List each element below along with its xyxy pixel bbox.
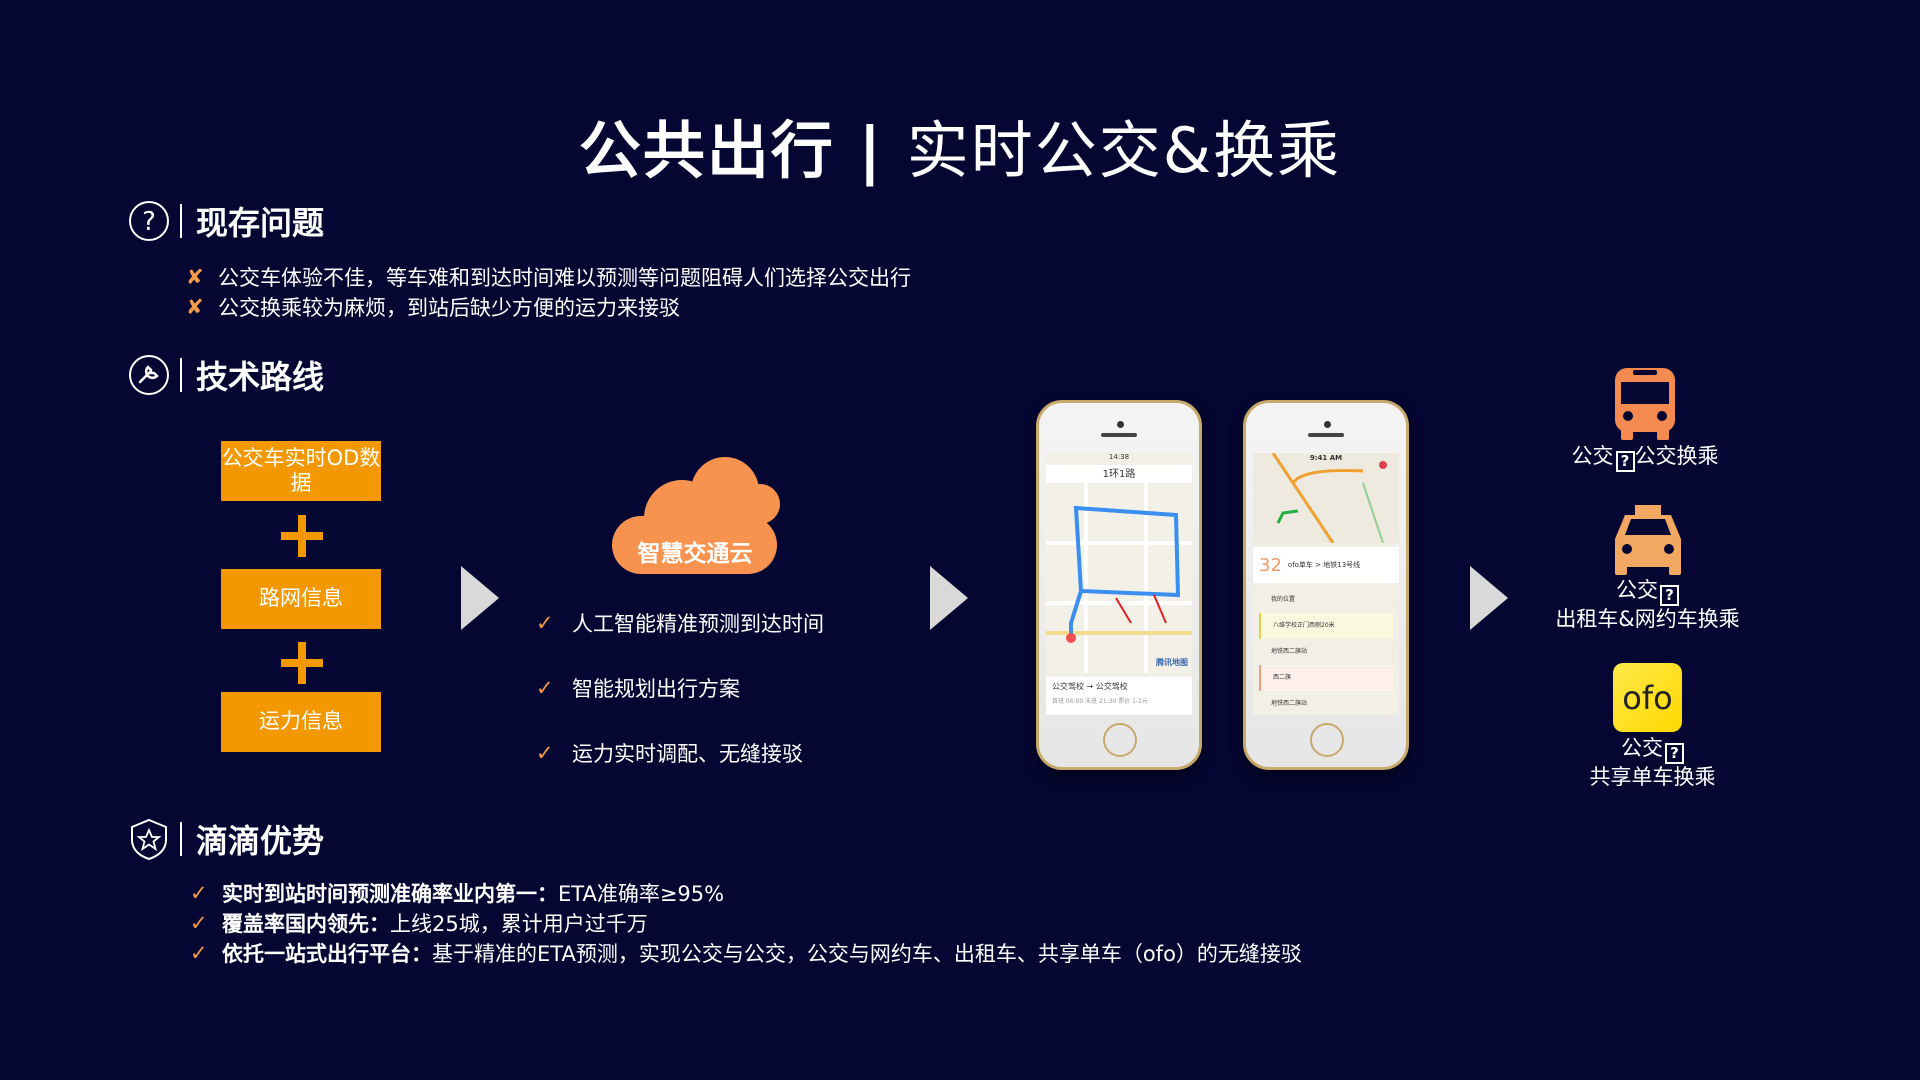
input-box-od-data: 公交车实时OD数据 [221,441,381,501]
list-item: ✓ 依托一站式出行平台：基于精准的ETA预测，实现公交与公交，公交与网约车、出租车… [190,938,1302,968]
map-transfer [1253,453,1399,544]
home-button [1103,723,1137,757]
divider [180,358,182,392]
list-item: ✘ 公交换乘较为麻烦，到站后缺少方便的运力来接驳 [186,292,911,322]
phone-screen: 9:41 AM 32 ofo单车 > 地铁13号线 我的位置 八维学校正门西侧20… [1253,453,1399,715]
divider [180,204,182,238]
cross-icon: ✘ [186,265,204,289]
section-title: 现存问题 [196,204,325,242]
phone-bus-route: 14:38 1环1路 腾讯地图 公交驾校 → 公交驾校首班 06:00 末班 2… [1036,400,1202,770]
step: 我的位置 [1271,596,1296,603]
step: 地铁西二旗站 [1271,700,1308,707]
item-text: 公交换乘较为麻烦，到站后缺少方便的运力来接驳 [218,296,680,320]
route-schedule: 首班 06:00 末班 21:30 票价 1-2元 [1052,698,1148,705]
list-item: ✘ 公交车体验不佳，等车难和到达时间难以预测等问题阻碍人们选择公交出行 [186,262,911,292]
mode-line1: 公交 [1621,736,1663,760]
cloud-icon: 智慧交通云 [610,446,790,586]
item-text: 人工智能精准预测到达时间 [572,612,824,636]
divider [180,822,182,856]
input-box-capacity: 运力信息 [221,692,381,752]
check-icon: ✓ [190,941,208,965]
section-title: 滴滴优势 [196,822,325,860]
status-time: 14:38 [1108,453,1130,461]
check-icon: ✓ [190,881,208,905]
list-item: ✓ 覆盖率国内领先：上线25城，累计用户过千万 [190,908,1302,938]
check-icon: ✓ [536,611,554,635]
taxi-icon [1615,505,1681,575]
phone-screen: 14:38 1环1路 腾讯地图 公交驾校 → 公交驾校首班 06:00 末班 2… [1046,453,1192,715]
input-box-road-network: 路网信息 [221,569,381,629]
title-separator: | [858,114,884,187]
title-sub: 实时公交&换乘 [906,114,1342,187]
item-bold: 实时到站时间预测准确率业内第一： [222,882,558,906]
feature-item: ✓ 智能规划出行方案 [536,673,740,703]
title-main: 公共出行 [578,114,835,187]
unknown-glyph-icon: ? [1665,743,1684,764]
mode-line2: 公交换乘 [1634,444,1719,468]
wrench-circle-icon [129,355,169,395]
mode-line2: 共享单车换乘 [1589,765,1716,789]
item-bold: 覆盖率国内领先： [222,912,390,936]
section-problems-heading: ? 现存问题 [128,198,324,244]
mode-label-bus: 公交?公交换乘 [1545,443,1745,472]
eta-minutes: 32 [1259,554,1282,576]
problem-list: ✘ 公交车体验不佳，等车难和到达时间难以预测等问题阻碍人们选择公交出行 ✘ 公交换乘… [186,262,911,322]
item-bold: 依托一站式出行平台： [222,942,432,966]
bus-icon [1615,368,1675,440]
section-title: 技术路线 [196,358,325,396]
advantage-list: ✓ 实时到站时间预测准确率业内第一：ETA准确率≥95% ✓ 覆盖率国内领先：上线2… [190,878,1302,968]
section-advantages-heading: 滴滴优势 [128,816,324,862]
plus-icon [281,642,323,684]
mode-line1: 公交 [1616,578,1658,602]
mode-label-taxi: 公交?出租车&网约车换乘 [1530,577,1765,633]
check-icon: ✓ [190,911,208,935]
page-title: 公共出行 | 实时公交&换乘 [0,100,1920,190]
plus-icon [281,515,323,557]
feature-item: ✓ 人工智能精准预测到达时间 [536,608,824,638]
route-footer: 公交驾校 → 公交驾校 [1052,682,1128,691]
cloud-label: 智慧交通云 [637,541,753,567]
unknown-glyph-icon: ? [1615,451,1635,472]
shield-star-icon [131,818,167,860]
mode-label-bike: 公交?共享单车换乘 [1550,735,1755,791]
question-circle-icon: ? [129,201,169,241]
item-text: 运力实时调配、无缝接驳 [572,742,803,766]
check-icon: ✓ [536,741,554,765]
item-text: 基于精准的ETA预测，实现公交与公交，公交与网约车、出租车、共享单车（ofo）的… [432,942,1302,966]
mode-line2: 出租车&网约车换乘 [1555,607,1740,631]
svg-text:?: ? [142,207,156,237]
item-text: 智能规划出行方案 [572,677,740,701]
map-brand: 腾讯地图 [1156,658,1188,667]
step: 西二旗 [1259,665,1393,691]
unknown-glyph-icon: ? [1660,585,1679,606]
item-text: 公交车体验不佳，等车难和到达时间难以预测等问题阻碍人们选择公交出行 [218,266,911,290]
plan-route: ofo单车 > 地铁13号线 [1287,561,1361,569]
map-route [1046,483,1192,673]
section-tech-heading: 技术路线 [128,352,324,398]
status-time: 9:41 AM [1309,454,1343,462]
feature-item: ✓ 运力实时调配、无缝接驳 [536,738,803,768]
route-title: 1环1路 [1046,465,1192,483]
item-text: ETA准确率≥95% [558,882,725,906]
arrow-right-icon [930,566,968,630]
cross-icon: ✘ [186,295,204,319]
step: 八维学校正门西侧20米 [1259,613,1393,639]
mode-line1: 公交 [1571,444,1614,468]
arrow-right-icon [461,566,499,630]
check-icon: ✓ [536,676,554,700]
list-item: ✓ 实时到站时间预测准确率业内第一：ETA准确率≥95% [190,878,1302,908]
arrow-right-icon [1470,566,1508,630]
phone-transfer-plan: 9:41 AM 32 ofo单车 > 地铁13号线 我的位置 八维学校正门西侧20… [1243,400,1409,770]
item-text: 上线25城，累计用户过千万 [390,912,648,936]
ofo-logo-icon: ofo [1613,663,1682,732]
step: 地铁西二旗站 [1271,648,1308,655]
ofo-logo-text: ofo [1622,678,1673,717]
home-button [1310,723,1344,757]
